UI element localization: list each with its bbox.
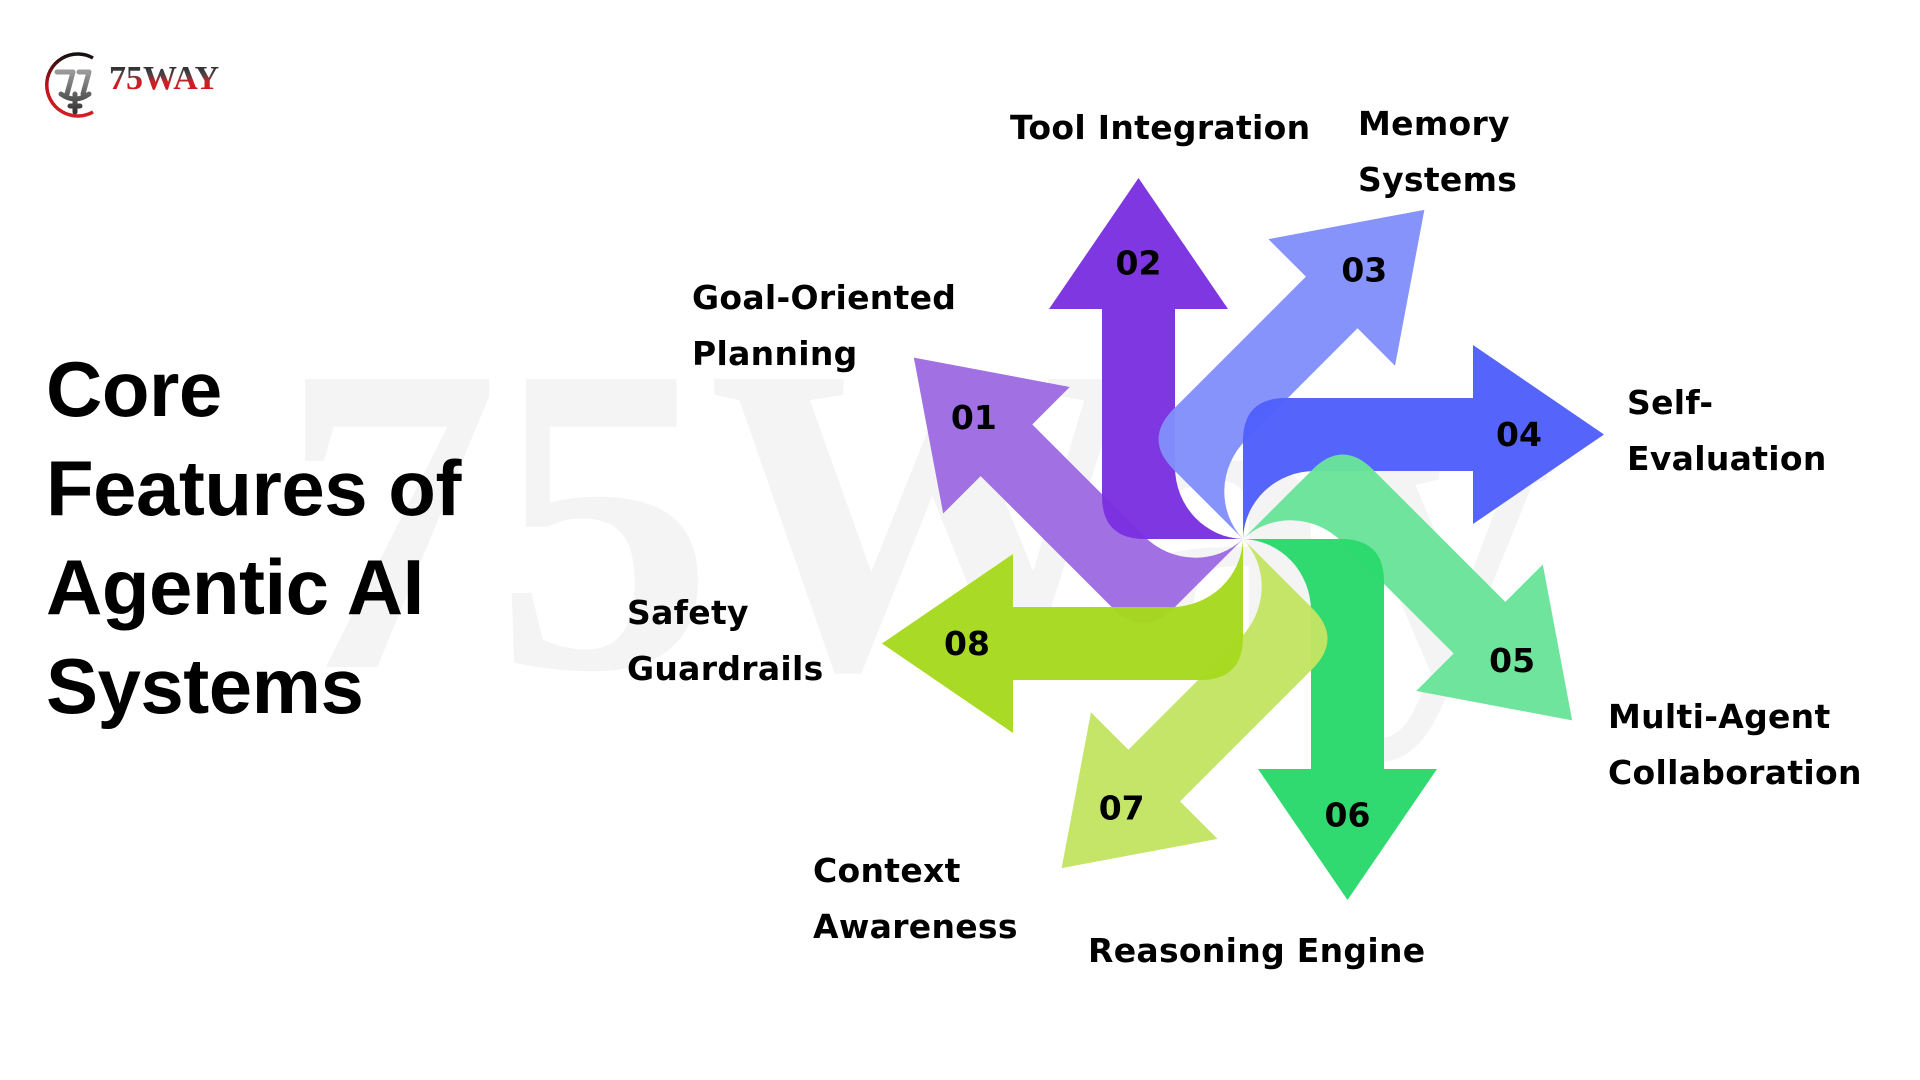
feature-label-line: Awareness [813, 907, 1018, 946]
feature-label-line: Reasoning Engine [1088, 931, 1426, 970]
feature-label-tool-integration: Tool Integration [1010, 100, 1310, 156]
feature-label-reasoning-engine: Reasoning Engine [1088, 923, 1425, 979]
feature-label-line: Goal-Oriented [692, 278, 957, 317]
feature-label-line: Memory [1358, 104, 1510, 143]
arrow-number-02: 02 [1116, 244, 1162, 283]
feature-label-goal-oriented-planning: Goal-Oriented Planning [692, 270, 956, 382]
arrow-number-07: 07 [1099, 789, 1145, 828]
75way-emblem-icon [45, 52, 94, 118]
feature-label-memory-systems: Memory Systems [1358, 96, 1517, 208]
arrow-number-03: 03 [1341, 250, 1387, 289]
page-title: Core Features of Agentic AI Systems [46, 340, 461, 736]
feature-label-line: Context [813, 851, 961, 890]
feature-label-line: Systems [1358, 160, 1518, 199]
logo: 75WAY [43, 50, 253, 120]
feature-label-line: Self- [1627, 383, 1714, 422]
feature-label-line: Tool Integration [1010, 108, 1311, 147]
feature-label-line: Multi-Agent [1608, 697, 1831, 736]
arrow-number-05: 05 [1489, 641, 1535, 680]
arrow-number-04: 04 [1496, 415, 1542, 454]
title-line: Core [46, 345, 222, 433]
title-line: Features of [46, 444, 461, 532]
feature-label-multi-agent-collaboration: Multi-Agent Collaboration [1608, 689, 1862, 801]
feature-label-line: Planning [692, 334, 858, 373]
arrow-05-multi-agent-collaboration [1243, 454, 1573, 721]
logo-text: 75WAY [109, 60, 220, 97]
arrow-number-08: 08 [944, 624, 990, 663]
feature-label-line: Guardrails [627, 649, 824, 688]
feature-label-self-evaluation: Self- Evaluation [1627, 375, 1827, 487]
arrow-02-tool-integration [1049, 178, 1243, 539]
arrow-07-context-awareness [1061, 539, 1328, 869]
arrow-06-reasoning-engine [1243, 539, 1437, 900]
arrow-number-06: 06 [1325, 796, 1371, 835]
arrow-01-goal-oriented-planning [913, 357, 1243, 624]
feature-label-line: Evaluation [1627, 439, 1827, 478]
feature-label-safety-guardrails: Safety Guardrails [627, 585, 824, 697]
arrow-08-safety-guardrails [882, 539, 1243, 733]
feature-label-line: Collaboration [1608, 753, 1862, 792]
feature-label-context-awareness: Context Awareness [813, 843, 1018, 955]
title-line: Systems [46, 642, 364, 730]
arrow-04-self-evaluation [1243, 345, 1604, 539]
arrow-number-01: 01 [951, 398, 997, 437]
arrow-03-memory-systems [1158, 209, 1425, 539]
title-line: Agentic AI [46, 543, 424, 631]
feature-label-line: Safety [627, 593, 749, 632]
